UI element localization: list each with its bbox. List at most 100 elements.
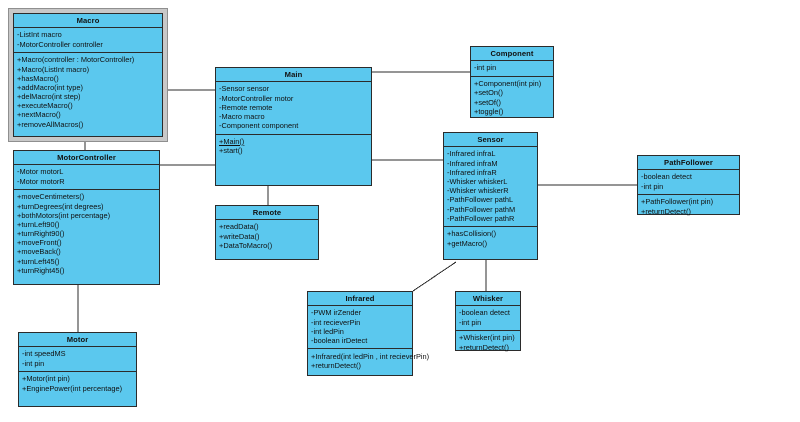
attribute-row: -Motor motorR (17, 176, 65, 186)
method-row: +Infrared(int ledPin , int recieverPin) (311, 351, 430, 361)
attribute-row: -Whisker whiskerR (447, 186, 509, 196)
method-row: +EnginePower(int percentage) (22, 383, 123, 393)
method-row: +turnLeft90() (17, 219, 60, 229)
class-box-motorcontroller[interactable]: MotorController -Motor motorL -Motor mot… (13, 150, 160, 285)
class-methods-macro: +Macro(controller : MotorController) +Ma… (14, 53, 162, 132)
method-row: +addMacro(int type) (17, 82, 83, 92)
method-row: +setOf() (474, 97, 501, 107)
class-box-pathfollower[interactable]: PathFollower -boolean detect -int pin +P… (637, 155, 740, 215)
class-methods-pathfollower: +PathFollower(int pin) +returnDetect() (638, 195, 739, 219)
class-box-macro[interactable]: Macro -ListInt macro -MotorController co… (13, 13, 163, 137)
line-sensor-to-infrared (412, 261, 457, 292)
attribute-row: -MotorController controller (17, 39, 103, 49)
class-title-main: Main (216, 68, 371, 83)
class-attributes-motorcontroller: -Motor motorL -Motor motorR (14, 165, 159, 190)
class-methods-component: +Component(int pin) +setOn() +setOf() +t… (471, 77, 553, 119)
attribute-row: -PathFollower pathM (447, 204, 516, 214)
attribute-row: -PathFollower pathR (447, 213, 515, 223)
attribute-row: -int pin (641, 181, 664, 191)
class-attributes-main: -Sensor sensor -MotorController motor -R… (216, 82, 371, 135)
method-row: +executeMacro() (17, 101, 73, 111)
attribute-row: -Sensor sensor (219, 84, 270, 94)
class-methods-motorcontroller: +moveCentimeters() +turnDegrees(int degr… (14, 190, 159, 278)
class-title-sensor: Sensor (444, 133, 537, 148)
method-row: +DataToMacro() (219, 240, 273, 250)
class-attributes-motor: -int speedMS -int pin (19, 347, 136, 372)
method-row: +Main() (219, 136, 245, 146)
attribute-row: -Component component (219, 121, 299, 131)
class-attributes-infrared: -PWM irZender -int recieverPin -int ledP… (308, 306, 412, 350)
class-methods-infrared: +Infrared(int ledPin , int recieverPin) … (308, 349, 430, 373)
method-row: +returnDetect() (311, 360, 361, 370)
method-row: +hasMacro() (17, 73, 59, 83)
class-title-pathfollower: PathFollower (638, 156, 739, 171)
class-title-macro: Macro (14, 14, 162, 29)
class-box-component[interactable]: Component -int pin +Component(int pin) +… (470, 46, 554, 118)
attribute-row: -int recieverPin (311, 317, 361, 327)
attribute-row: -Remote remote (219, 102, 273, 112)
attribute-row: -PathFollower pathL (447, 195, 514, 205)
class-methods-sensor: +hasCollision() +getMacro() (444, 227, 537, 251)
attribute-row: -boolean detect (641, 172, 692, 182)
attribute-row: -Whisker whiskerL (447, 177, 508, 187)
attribute-row: -int pin (22, 358, 45, 368)
attribute-row: -MotorController motor (219, 93, 294, 103)
method-row: +nextMacro() (17, 110, 61, 120)
method-row: +turnLeft45() (17, 256, 60, 266)
method-row: +moveBack() (17, 247, 61, 257)
class-title-remote: Remote (216, 206, 318, 221)
class-attributes-whisker: -boolean detect -int pin (456, 306, 520, 331)
class-box-main[interactable]: Main -Sensor sensor -MotorController mot… (215, 67, 372, 186)
method-row: +delMacro(int step) (17, 92, 81, 102)
class-title-infrared: Infrared (308, 292, 412, 307)
class-title-motorcontroller: MotorController (14, 151, 159, 166)
attribute-row: -Motor motorL (17, 167, 64, 177)
method-row: +Macro(ListInt macro) (17, 64, 90, 74)
method-row: +start() (219, 146, 243, 156)
class-attributes-macro: -ListInt macro -MotorController controll… (14, 28, 162, 53)
method-row: +hasCollision() (447, 229, 497, 239)
class-box-whisker[interactable]: Whisker -boolean detect -int pin +Whiske… (455, 291, 521, 351)
class-title-component: Component (471, 47, 553, 62)
method-row: +turnRight90() (17, 229, 65, 239)
class-box-sensor[interactable]: Sensor -Infrared infraL -Infrared infraM… (443, 132, 538, 260)
method-row: +toggle() (474, 106, 504, 116)
method-row: +moveFront() (17, 238, 62, 248)
method-row: +turnDegrees(int degrees) (17, 201, 104, 211)
method-row: +getMacro() (447, 238, 488, 248)
method-row: +bothMotors(int percentage) (17, 210, 111, 220)
attribute-row: -Infrared infraM (447, 158, 498, 168)
attribute-row: -boolean detect (459, 308, 510, 318)
method-row: +returnDetect() (641, 206, 691, 216)
method-row: +Motor(int pin) (22, 374, 70, 384)
class-title-motor: Motor (19, 333, 136, 348)
attribute-row: -Macro macro (219, 112, 265, 122)
class-methods-main: +Main() +start() (216, 135, 371, 159)
class-methods-motor: +Motor(int pin) +EnginePower(int percent… (19, 372, 136, 396)
method-row: +moveCentimeters() (17, 192, 85, 202)
attribute-row: -Infrared infraL (447, 149, 496, 159)
class-attributes-sensor: -Infrared infraL -Infrared infraM -Infra… (444, 147, 537, 228)
class-methods-whisker: +Whisker(int pin) +returnDetect() (456, 331, 520, 355)
attribute-row: -boolean irDetect (311, 336, 368, 346)
method-row: +removeAllMacros() (17, 119, 84, 129)
attribute-row: -Infrared infraR (447, 167, 497, 177)
class-box-motor[interactable]: Motor -int speedMS -int pin +Motor(int p… (18, 332, 137, 407)
class-box-remote[interactable]: Remote +readData() +writeData() +DataToM… (215, 205, 319, 260)
class-methods-remote: +readData() +writeData() +DataToMacro() (216, 220, 318, 253)
class-title-whisker: Whisker (456, 292, 520, 307)
method-row: +turnRight45() (17, 265, 65, 275)
method-row: +writeData() (219, 231, 260, 241)
method-row: +Component(int pin) (474, 79, 542, 89)
class-box-infrared[interactable]: Infrared -PWM irZender -int recieverPin … (307, 291, 430, 376)
attribute-row: -ListInt macro (17, 30, 62, 40)
attribute-row: -PWM irZender (311, 308, 362, 318)
method-row: +readData() (219, 222, 259, 232)
class-attributes-component: -int pin (471, 61, 553, 77)
method-row: +Macro(controller : MotorController) (17, 55, 135, 65)
attribute-row: -int pin (474, 63, 497, 73)
attribute-row: -int ledPin (311, 326, 344, 336)
attribute-row: -int speedMS (22, 349, 66, 359)
method-row: +PathFollower(int pin) (641, 197, 714, 207)
